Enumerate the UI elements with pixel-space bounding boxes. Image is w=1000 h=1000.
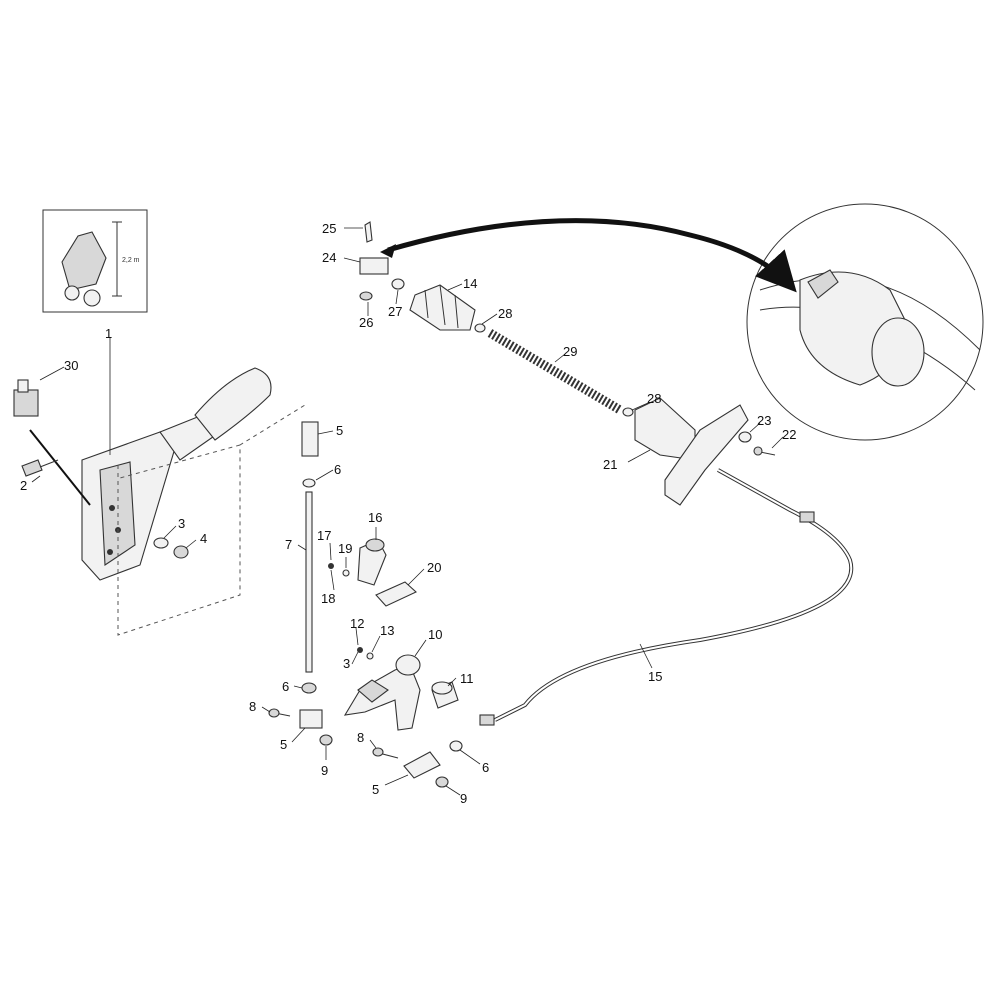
callout-9: 9 [321,763,328,778]
callout-7: 7 [285,537,292,552]
callout-3: 3 [178,516,185,531]
plate-part [375,581,417,607]
callout-5c: 5 [372,782,379,797]
callout-20: 20 [427,560,441,575]
callout-15: 15 [648,669,662,684]
callout-10: 10 [428,627,442,642]
callout-28b: 28 [647,391,661,406]
inset-height-label: 2,2 m [122,257,140,264]
callout-8b: 8 [357,730,364,745]
callout-16: 16 [368,510,382,525]
callout-3b: 3 [343,656,350,671]
clevis-part [268,708,333,746]
callout-30: 30 [64,358,78,373]
callout-25: 25 [322,221,336,236]
nut-part [173,545,189,559]
callout-17: 17 [317,528,331,543]
detail-arrow [387,218,797,293]
bushing-part [431,681,459,709]
bolt-part [21,459,59,477]
washer-part [153,537,169,549]
callout-29: 29 [563,344,577,359]
callout-26: 26 [359,315,373,330]
callout-28: 28 [498,306,512,321]
callout-13: 13 [380,623,394,638]
bellcrank-part [343,654,421,731]
inset-overview: 2,2 m [42,209,148,313]
callout-24: 24 [322,250,336,265]
pivot-part [357,538,387,586]
callout-4: 4 [200,531,207,546]
callout-5b: 5 [280,737,287,752]
leader-lines [31,227,784,796]
callout-8: 8 [249,699,256,714]
cable-part [494,468,854,722]
callout-19: 19 [338,541,352,556]
callout-12: 12 [350,616,364,631]
spring-part [487,329,623,414]
detail-zoom-circle [746,203,984,441]
callout-14: 14 [463,276,477,291]
callout-18: 18 [321,591,335,606]
callout-2: 2 [20,478,27,493]
switch-part [13,379,39,417]
callout-5: 5 [336,423,343,438]
callout-6: 6 [334,462,341,477]
rod-part [301,421,319,694]
callout-1: 1 [105,326,112,341]
top-fittings [359,221,405,301]
callout-11: 11 [460,671,474,686]
bracket-part [634,397,749,506]
callout-22: 22 [782,427,796,442]
boot-part [409,284,476,331]
callouts: 25 24 26 27 14 28 29 28 23 22 21 1 30 2 … [20,221,796,806]
callout-6c: 6 [482,760,489,775]
callout-6b: 6 [282,679,289,694]
clevis-part-right [372,740,463,788]
callout-27: 27 [388,304,402,319]
detail-arrow-small [380,244,396,258]
callout-21: 21 [603,457,617,472]
callout-23: 23 [757,413,771,428]
callout-9b: 9 [460,791,467,806]
